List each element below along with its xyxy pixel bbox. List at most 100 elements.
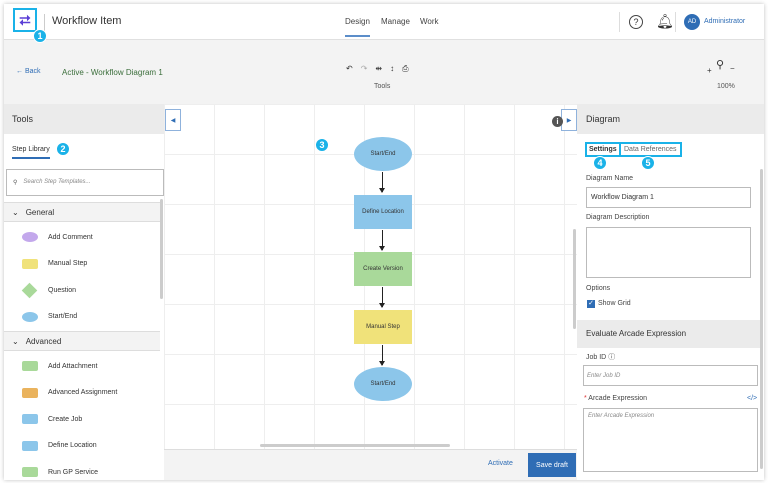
- scrollbar[interactable]: [760, 169, 763, 469]
- user-name[interactable]: Administrator: [704, 18, 746, 25]
- avatar[interactable]: AD: [684, 14, 700, 30]
- redo-icon[interactable]: ↷: [360, 64, 368, 73]
- rect-shape-icon: [22, 440, 38, 451]
- info-icon[interactable]: i: [552, 116, 563, 127]
- step-template[interactable]: Define Location: [4, 433, 160, 459]
- diagram-description-input[interactable]: [586, 227, 751, 278]
- workflow-logo-icon[interactable]: ⮂: [13, 8, 37, 32]
- diagram-node[interactable]: Create Version: [354, 252, 412, 286]
- connector-arrow[interactable]: [379, 344, 385, 366]
- step-template[interactable]: Advanced Assignment: [4, 380, 160, 406]
- step-template[interactable]: Question: [4, 277, 160, 303]
- ellipse-shape-icon: [22, 311, 38, 322]
- zoom-level: 100%: [717, 83, 735, 90]
- collapse-right-button[interactable]: ▶: [561, 109, 577, 131]
- code-icon[interactable]: </>: [747, 395, 758, 402]
- tools-label: Tools: [374, 83, 391, 90]
- divider: [675, 12, 676, 32]
- search-input[interactable]: ⚲ Search Step Templates...: [6, 169, 164, 196]
- step-template[interactable]: Add Comment: [4, 224, 160, 250]
- info-icon[interactable]: ⓘ: [608, 354, 616, 361]
- step-label: Question: [48, 286, 77, 294]
- diagram-node[interactable]: Start/End: [354, 367, 412, 401]
- app-header: ⮂ Workflow Item Design Manage Work ? 🔔︎ …: [4, 4, 764, 40]
- step-label: Run GP Service: [48, 468, 99, 476]
- app-title: Workflow Item: [52, 15, 122, 27]
- job-id-input[interactable]: Enter Job ID: [583, 365, 758, 386]
- show-grid-checkbox[interactable]: ✓: [587, 300, 595, 308]
- search-icon: ⚲: [13, 180, 18, 186]
- callout-1: 1: [33, 29, 47, 43]
- diamond-shape-icon: [21, 282, 38, 298]
- connector-arrow[interactable]: [379, 287, 385, 308]
- connector-arrow[interactable]: [379, 172, 385, 193]
- print-icon[interactable]: ⎙: [402, 64, 409, 73]
- rect-shape-icon: [22, 258, 38, 269]
- nav-work[interactable]: Work: [420, 17, 439, 26]
- back-label: Back: [24, 68, 41, 75]
- align-horizontal-icon[interactable]: ⇹: [375, 64, 383, 73]
- footer-bar: Activate Save draft: [164, 449, 577, 480]
- callout-5: 5: [641, 156, 655, 170]
- rect-shape-icon: [22, 414, 38, 424]
- back-link[interactable]: ← Back: [16, 68, 41, 75]
- show-grid-label: Show Grid: [598, 300, 631, 307]
- group-general[interactable]: ⌄ General: [4, 202, 160, 222]
- group-advanced[interactable]: ⌄Advanced: [4, 331, 160, 351]
- connector-arrow[interactable]: [379, 229, 385, 251]
- callout-4: 4: [593, 156, 607, 170]
- step-label: Advanced Assignment: [48, 389, 118, 396]
- callout-3: 3: [315, 138, 329, 152]
- arcade-section-title: Evaluate Arcade Expression: [577, 320, 760, 348]
- activate-button[interactable]: Activate: [488, 460, 513, 467]
- diagram-node[interactable]: Define Location: [354, 194, 412, 229]
- chevron-down-icon: ⌄: [12, 207, 19, 217]
- diagram-node[interactable]: Manual Step: [354, 309, 412, 344]
- scrollbar[interactable]: [160, 199, 163, 299]
- tools-panel-title: Tools: [4, 104, 164, 134]
- save-draft-button[interactable]: Save draft: [528, 453, 576, 477]
- undo-icon[interactable]: ↶: [346, 64, 353, 73]
- rect-shape-icon: [22, 387, 38, 398]
- divider: [44, 14, 45, 32]
- nav-manage[interactable]: Manage: [381, 17, 410, 26]
- diagram-panel-title: Diagram: [577, 104, 764, 134]
- search-placeholder: Search Step Templates...: [23, 179, 91, 185]
- collapse-left-button[interactable]: ◀: [165, 109, 181, 131]
- tab-settings[interactable]: Settings: [585, 142, 621, 157]
- rect-shape-icon: [22, 467, 38, 477]
- nav-design[interactable]: Design: [345, 17, 370, 37]
- step-label: Create Job: [48, 415, 83, 423]
- diagram-panel: Diagram Settings Data References 4 5 Dia…: [577, 104, 764, 480]
- step-template[interactable]: Run GP Service: [4, 459, 160, 480]
- options-label: Options: [586, 285, 611, 292]
- step-template[interactable]: Create Job: [4, 406, 160, 432]
- align-vertical-icon[interactable]: ↕: [390, 64, 395, 73]
- diagram-name-input[interactable]: Workflow Diagram 1: [586, 187, 751, 208]
- step-template[interactable]: Start/End: [4, 304, 160, 330]
- bell-icon[interactable]: 🔔︎: [656, 13, 674, 29]
- horizontal-scrollbar[interactable]: [260, 444, 450, 447]
- tab-step-library[interactable]: Step Library: [12, 146, 50, 159]
- arcade-expression-input[interactable]: Enter Arcade Expression: [583, 408, 758, 472]
- step-template[interactable]: Manual Step: [4, 251, 160, 277]
- chevron-down-icon: ⌄: [12, 336, 19, 346]
- group-label: General: [25, 207, 55, 217]
- step-template[interactable]: Add Attachment: [4, 353, 160, 379]
- diagram-node[interactable]: Start/End: [354, 137, 412, 171]
- vertical-scrollbar[interactable]: [573, 229, 576, 329]
- zoom-out-button[interactable]: −: [730, 64, 735, 73]
- app-window: ⮂ Workflow Item Design Manage Work ? 🔔︎ …: [4, 4, 764, 480]
- tools-panel: Tools Step Library 2 ⚲Search Step Templa…: [4, 104, 164, 480]
- job-id-label: Job ID ⓘ: [586, 354, 616, 361]
- zoom-in-button[interactable]: +: [707, 66, 712, 75]
- arcade-expression-label: * Arcade Expression: [584, 395, 648, 402]
- step-label: Start/End: [48, 313, 78, 320]
- magnifier-icon: ⚲: [716, 59, 725, 71]
- step-label: Add Attachment: [48, 362, 98, 370]
- diagram-status: Active - Workflow Diagram 1: [62, 68, 163, 77]
- help-icon[interactable]: ?: [629, 15, 643, 29]
- tab-data-references[interactable]: Data References: [619, 142, 682, 157]
- step-label: Define Location: [48, 442, 97, 449]
